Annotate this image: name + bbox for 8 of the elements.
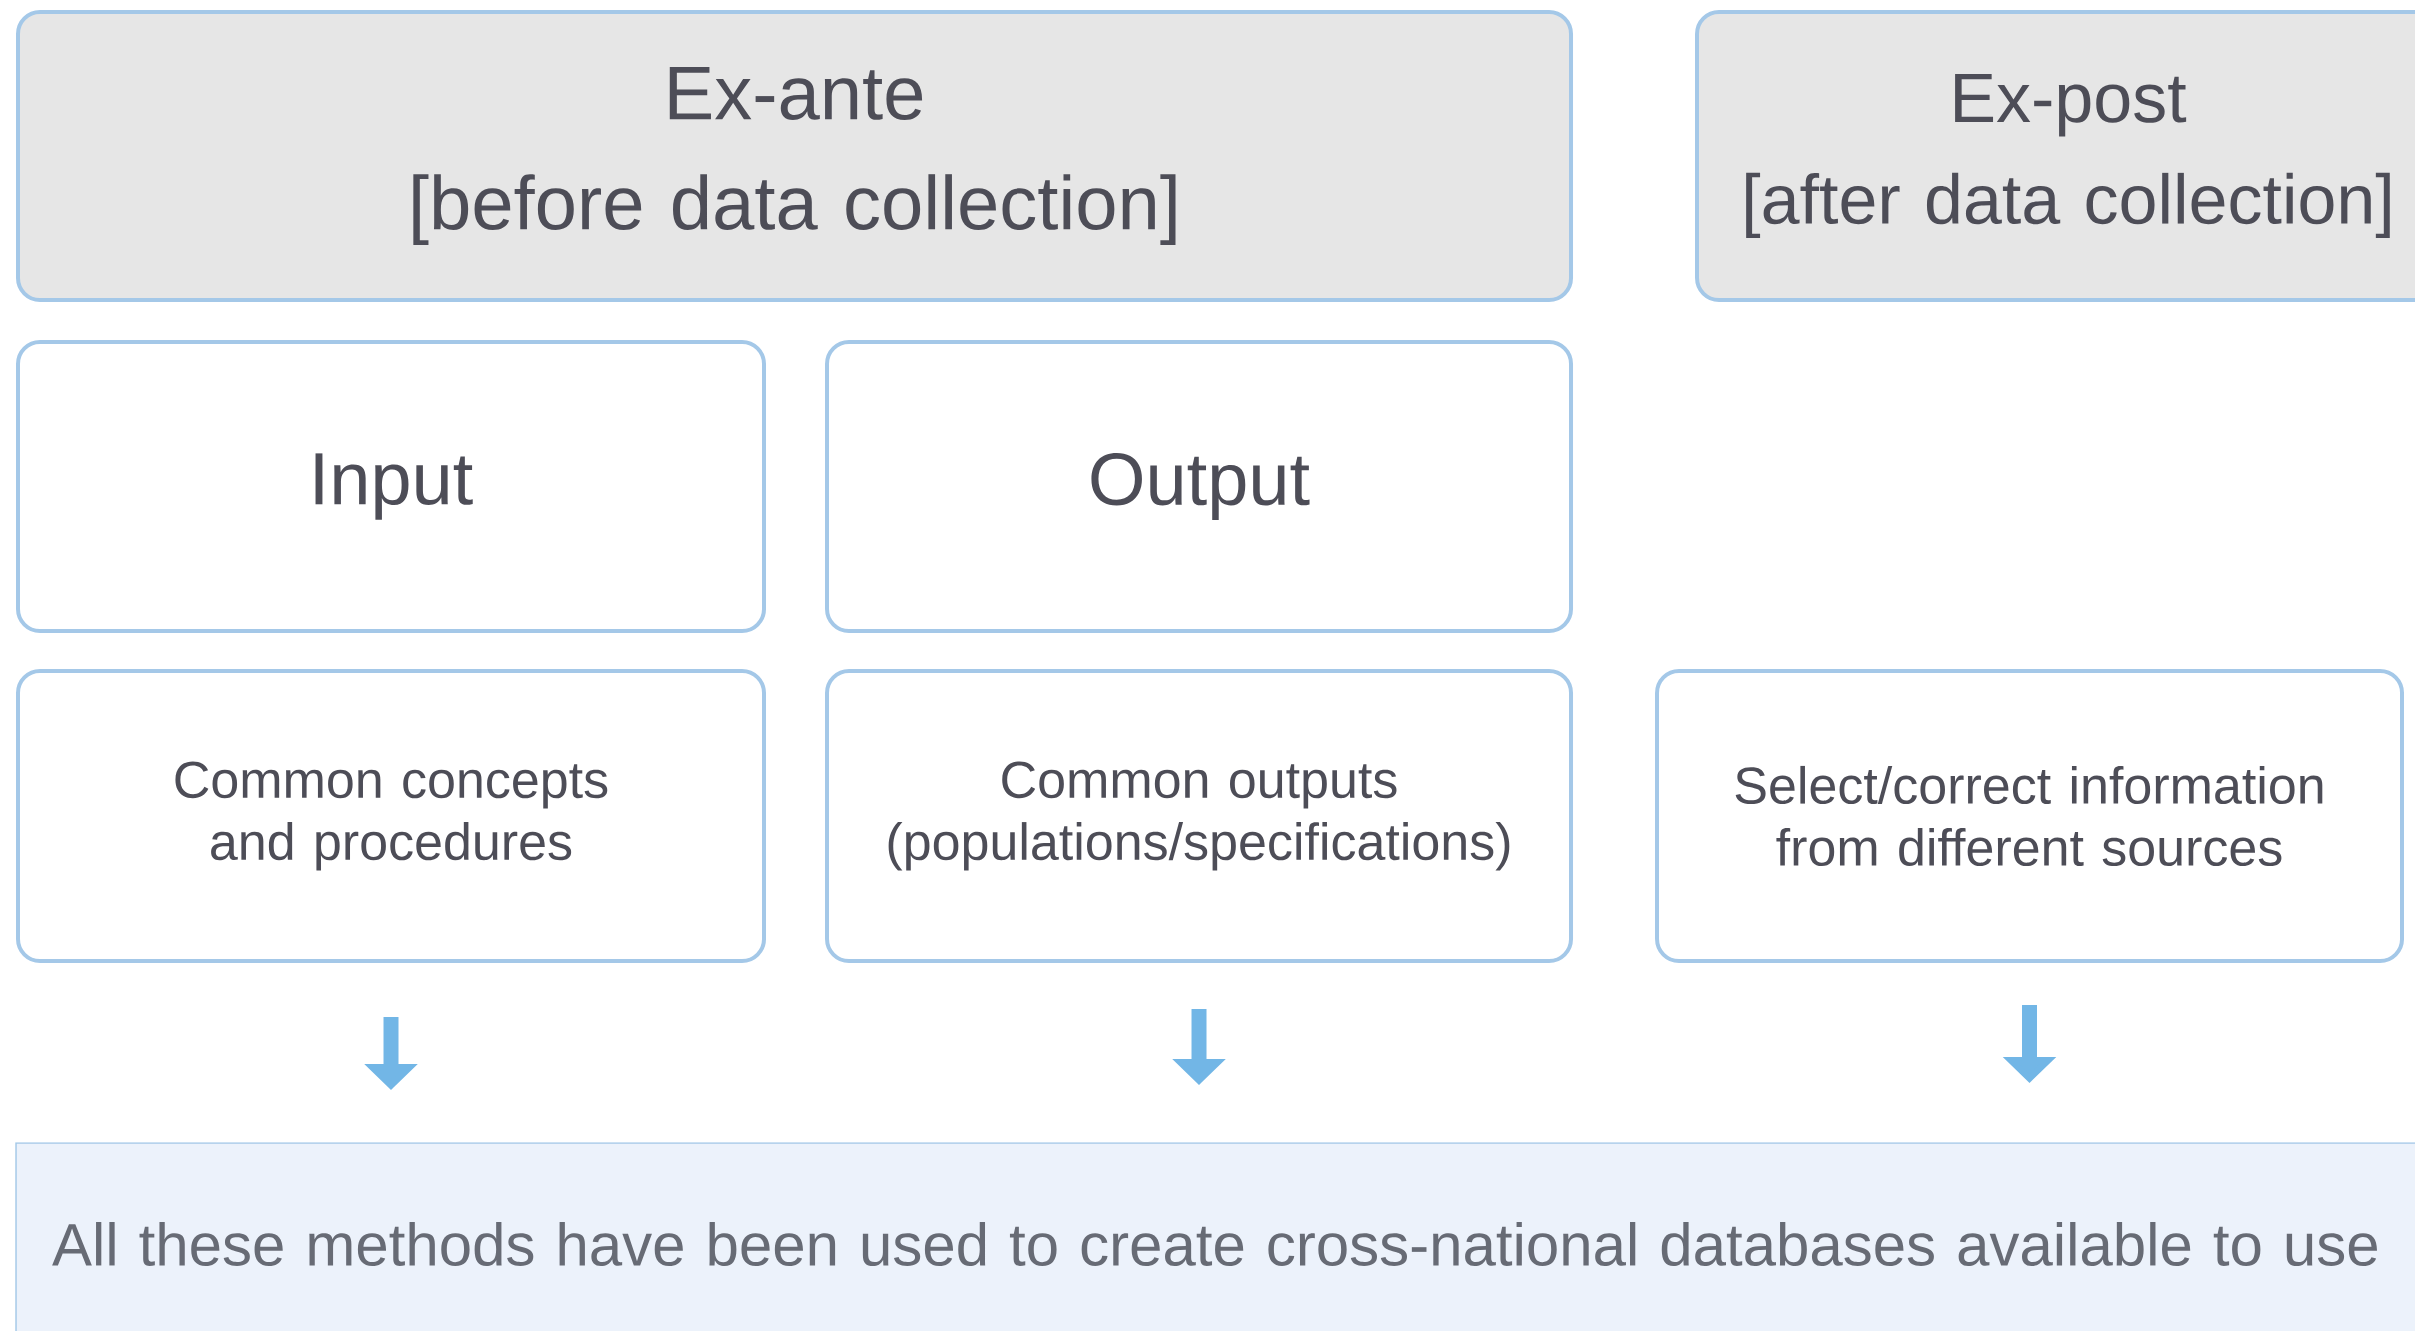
method-box: Select/correct information from different sources <box>1655 669 2405 963</box>
header-box: Ex-ante [before data collection] <box>16 10 1573 302</box>
category-box: Input <box>16 340 766 633</box>
conclusion-banner: All these methods have been used to create cross-national databases available to use <box>15 1142 2415 1331</box>
header-box: Ex-post [after data collection] <box>1695 10 2415 302</box>
method-box: Common outputs (populations/specifications) <box>825 669 1573 963</box>
method-box: Common concepts and procedures <box>16 669 766 963</box>
category-box: Output <box>825 340 1573 633</box>
